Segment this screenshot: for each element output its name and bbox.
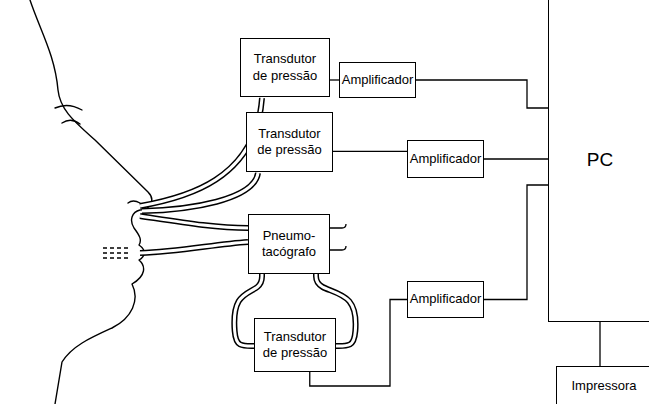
tube — [142, 173, 258, 211]
wire-line — [599, 322, 600, 366]
signal-wire — [333, 151, 407, 152]
node-label: PC — [587, 148, 613, 172]
printer-box: Impressora — [556, 366, 649, 404]
node-label: Transdutor de pressão — [261, 329, 329, 362]
wire-line — [484, 185, 548, 300]
node-label: Transdutor de pressão — [247, 51, 323, 84]
pneumotach-ports — [330, 224, 346, 250]
wire-line — [333, 151, 407, 152]
amplifier-box: Amplificador — [407, 281, 484, 318]
amplifier-box: Amplificador — [339, 62, 416, 98]
pneumotach-box: Pneumo- tacógrafo — [248, 214, 330, 274]
signal-wire — [330, 80, 339, 81]
tube — [140, 242, 248, 253]
transducer-box: Transdutor de pressão — [240, 38, 330, 97]
signal-wire — [484, 159, 548, 160]
signal-wire — [600, 322, 601, 366]
node-label: Transdutor de pressão — [253, 126, 326, 159]
mouthpiece — [103, 248, 130, 258]
wire-line — [330, 79, 339, 80]
eyebrow — [55, 105, 82, 110]
tube — [140, 216, 248, 228]
eye — [62, 120, 80, 124]
node-label: Amplificador — [410, 151, 482, 167]
transducer-box: Transdutor de pressão — [254, 318, 336, 372]
face-profile — [30, 0, 152, 404]
transducer-box: Transdutor de pressão — [246, 112, 333, 172]
nostril — [128, 201, 140, 203]
node-label: Amplificador — [342, 72, 414, 88]
node-label: Amplificador — [410, 291, 482, 307]
wire-line — [416, 80, 548, 108]
node-label: Pneumo- tacógrafo — [255, 228, 323, 261]
wire-line — [484, 158, 548, 159]
node-label: Impressora — [571, 378, 636, 394]
signal-wire — [416, 80, 548, 108]
computer-box: PC — [548, 0, 649, 322]
amplifier-box: Amplificador — [407, 140, 484, 178]
signal-wire — [484, 185, 548, 300]
